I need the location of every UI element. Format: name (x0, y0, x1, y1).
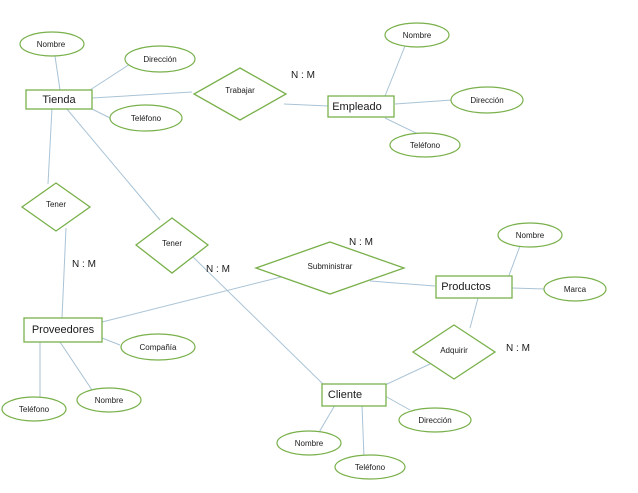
relationship-trabajar-label: Trabajar (225, 86, 255, 95)
line-tienda-nombre (54, 55, 61, 91)
relationship-tener-proveedores[interactable]: Tener (20, 182, 92, 232)
attribute-cliente-nombre[interactable]: Nombre (276, 430, 342, 456)
attribute-proveedores-nombre[interactable]: Nombre (76, 387, 142, 413)
attribute-productos-marca[interactable]: Marca (543, 276, 607, 302)
attribute-productos-marca-label: Marca (564, 285, 587, 294)
attribute-productos-nombre[interactable]: Nombre (497, 222, 563, 248)
line-cliente-telefono (361, 404, 365, 459)
attribute-tienda-nombre[interactable]: Nombre (19, 31, 85, 57)
attribute-tienda-direccion-label: Dirección (143, 55, 176, 64)
line-productos-marca (511, 287, 546, 290)
line-empleado-nombre (384, 45, 406, 97)
attribute-empleado-direccion-label: Dirección (470, 96, 503, 105)
attribute-empleado-telefono-label: Teléfono (410, 141, 441, 150)
attribute-proveedores-nombre-label: Nombre (95, 396, 124, 405)
cardinality-tener-cliente: N : M (206, 264, 230, 275)
attribute-cliente-direccion-label: Dirección (418, 416, 451, 425)
attribute-empleado-nombre-label: Nombre (403, 31, 432, 40)
attribute-cliente-nombre-label: Nombre (295, 439, 324, 448)
entity-empleado-label: Empleado (332, 101, 382, 113)
attribute-tienda-nombre-label: Nombre (37, 40, 66, 49)
line-tienda-tener-cliente (65, 107, 161, 221)
cardinality-adquirir: N : M (506, 343, 530, 354)
attribute-tienda-direccion[interactable]: Dirección (124, 45, 196, 73)
line-tienda-direccion (89, 63, 131, 91)
entity-productos[interactable]: Productos (435, 275, 513, 299)
attribute-empleado-telefono[interactable]: Teléfono (389, 132, 461, 158)
relationship-adquirir[interactable]: Adquirir (411, 324, 497, 380)
entity-proveedores-label: Proveedores (32, 324, 95, 336)
line-adquirir-cliente (384, 363, 431, 386)
line-tienda-telefono (89, 107, 111, 119)
line-tener-proveedores (61, 227, 67, 319)
cardinality-tener-proveedores: N : M (72, 259, 96, 270)
entity-proveedores[interactable]: Proveedores (23, 317, 103, 343)
relationship-subministrar-label: Subministrar (308, 262, 353, 271)
relationship-subministrar[interactable]: Subministrar (254, 241, 406, 295)
entity-tienda[interactable]: Tienda (25, 89, 93, 110)
cardinality-subministrar: N : M (349, 237, 373, 248)
attribute-cliente-telefono[interactable]: Teléfono (334, 454, 406, 480)
entity-cliente-label: Cliente (328, 389, 362, 401)
attribute-proveedores-compania-label: Compañía (140, 343, 177, 352)
attribute-proveedores-telefono[interactable]: Teléfono (1, 396, 67, 422)
line-productos-adquirir (469, 297, 479, 329)
relationship-trabajar[interactable]: Trabajar (192, 67, 288, 121)
line-empleado-direccion (394, 99, 453, 105)
entity-tienda-label: Tienda (42, 94, 76, 106)
line-proveedores-compania (101, 337, 121, 346)
line-tienda-trabajar (91, 91, 193, 99)
entity-empleado[interactable]: Empleado (327, 95, 395, 118)
line-empleado-telefono (384, 117, 419, 135)
line-productos-nombre (507, 245, 521, 279)
line-cliente-nombre (317, 404, 336, 435)
attribute-proveedores-compania[interactable]: Compañía (120, 333, 196, 361)
attribute-tienda-telefono[interactable]: Teléfono (109, 104, 183, 132)
relationship-tener-proveedores-label: Tener (46, 200, 66, 209)
relationship-tener-cliente[interactable]: Tener (134, 217, 210, 274)
relationship-tener-cliente-label: Tener (162, 239, 182, 248)
attribute-proveedores-telefono-label: Teléfono (19, 405, 50, 414)
attribute-tienda-telefono-label: Teléfono (131, 114, 162, 123)
cardinality-trabajar: N : M (291, 70, 315, 81)
line-tienda-tener-proveedores (47, 107, 53, 185)
attribute-cliente-telefono-label: Teléfono (355, 463, 386, 472)
line-proveedores-nombre (59, 341, 93, 391)
line-proveedores-subministrar (101, 275, 286, 323)
line-subministrar-productos (369, 280, 436, 287)
attribute-empleado-direccion[interactable]: Dirección (450, 86, 524, 114)
attribute-productos-nombre-label: Nombre (516, 231, 545, 240)
attribute-empleado-nombre[interactable]: Nombre (384, 22, 450, 48)
entity-productos-label: Productos (441, 281, 491, 293)
line-trabajar-empleado (283, 103, 329, 107)
line-tener-cliente (191, 255, 326, 387)
relationship-adquirir-label: Adquirir (440, 346, 468, 355)
connectors (39, 45, 546, 459)
entity-cliente[interactable]: Cliente (321, 383, 387, 407)
line-cliente-direccion (384, 395, 411, 411)
attribute-cliente-direccion[interactable]: Dirección (398, 407, 472, 433)
